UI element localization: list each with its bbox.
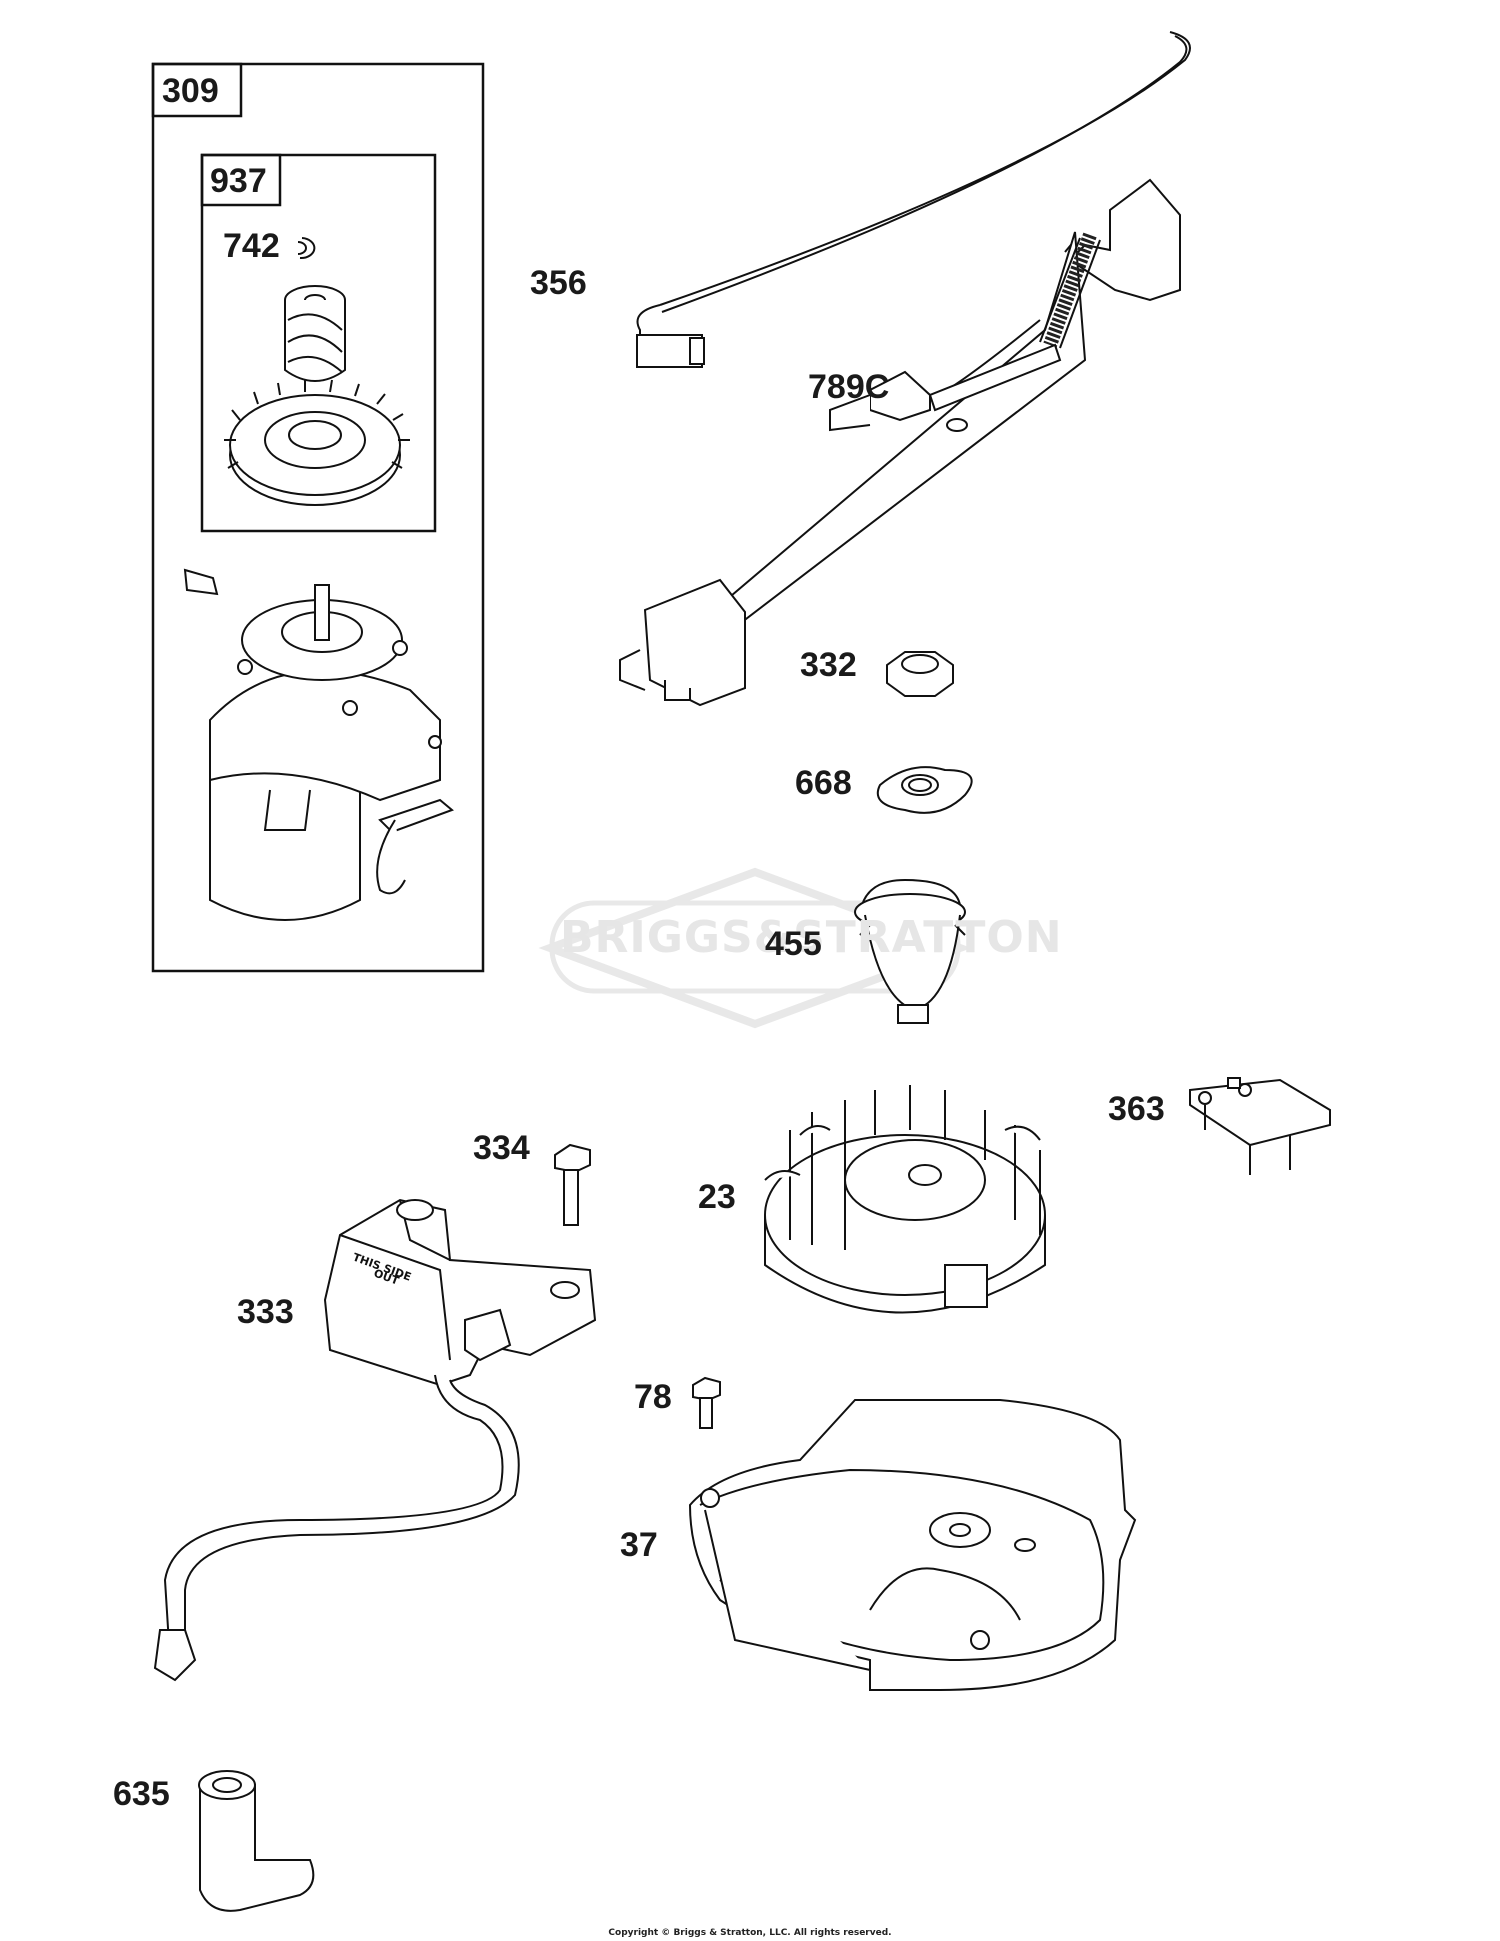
callout-334: 334 xyxy=(473,1129,530,1167)
box-309 xyxy=(151,62,485,973)
drive-pinion xyxy=(284,285,346,382)
callout-78: 78 xyxy=(634,1378,672,1416)
callout-333: 333 xyxy=(237,1293,294,1331)
nut-332 xyxy=(886,651,954,697)
cup-455 xyxy=(854,878,966,1024)
blower-housing-37 xyxy=(688,1399,1137,1691)
box-label-937: 937 xyxy=(210,162,267,200)
ignition-coil-333 xyxy=(153,1198,597,1682)
flywheel-23 xyxy=(764,1085,1046,1314)
screw-78 xyxy=(692,1376,721,1429)
callout-332: 332 xyxy=(800,646,857,684)
spark-plug-boot-635 xyxy=(198,1770,315,1912)
bracket-363 xyxy=(1189,1077,1331,1175)
callout-455: 455 xyxy=(765,925,822,963)
wiring-harness-789C xyxy=(619,178,1181,707)
box-label-309: 309 xyxy=(162,72,219,110)
washer-668 xyxy=(876,766,973,814)
callout-635: 635 xyxy=(113,1775,170,1813)
callout-668: 668 xyxy=(795,764,852,802)
callout-356: 356 xyxy=(530,264,587,302)
snap-ring-742 xyxy=(297,237,316,260)
starter-gear xyxy=(224,379,410,506)
callout-789C: 789C xyxy=(808,368,890,406)
starter-motor xyxy=(183,568,454,921)
box-937 xyxy=(200,153,437,533)
ground-wire-356 xyxy=(636,31,1191,368)
callout-363: 363 xyxy=(1108,1090,1165,1128)
copyright-footer: Copyright © Briggs & Stratton, LLC. All … xyxy=(608,1928,892,1938)
callout-37: 37 xyxy=(620,1526,658,1564)
bolt-334 xyxy=(554,1143,591,1226)
watermark-text: BRIGGS&STRATTON xyxy=(560,912,1063,963)
callout-742: 742 xyxy=(223,227,280,265)
callout-23: 23 xyxy=(698,1178,736,1216)
